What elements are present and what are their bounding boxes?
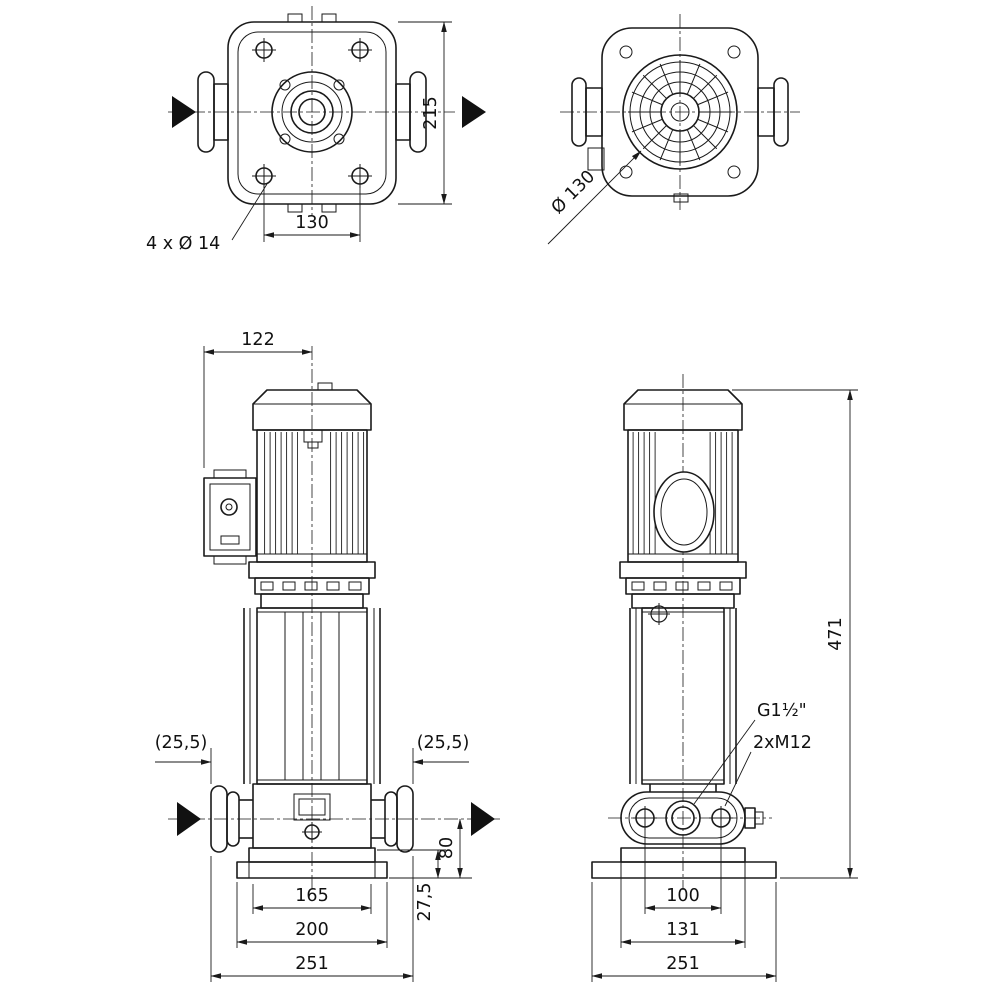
motor-port-stubs [571,77,789,203]
view-pump-top: 215 130 4 x Ø 14 [146,6,486,254]
fan-grille [622,54,738,170]
motor-body-side [627,429,739,563]
dimension-130: 130 [263,186,361,242]
discharge-port-stub [395,71,427,153]
dimension-27-5: 27,5 [377,849,446,922]
dimension-165: 165 [252,884,372,914]
dimension-131: 131 [620,850,746,948]
dim-200-label: 200 [295,920,328,940]
dim-251-side-label: 251 [666,954,699,974]
dim-122-label: 122 [241,330,274,350]
shaft-boss [271,71,353,153]
view-motor-top: Ø 130 [547,14,800,245]
dimension-offset-right: (25,5) [412,733,470,784]
pump-flange-side [620,784,764,845]
dim-215-label: 215 [421,96,441,129]
dimension-251-side: 251 [591,882,777,982]
motor-adapter-side [619,561,747,625]
base-side [591,847,777,879]
offset-right-label: (25,5) [417,733,470,753]
offset-left-label: (25,5) [155,733,208,753]
dim-131-label: 131 [666,920,699,940]
suction-port-stub [197,71,229,153]
motor-adapter-front [248,561,376,609]
pump-housing-front [210,783,414,853]
dimension-80: 80 [389,818,472,879]
motor-cap-front [252,382,372,431]
terminal-box [203,469,257,565]
motor-cap-side [623,389,743,431]
pump-column-side [629,607,737,785]
dim-27-5-label: 27,5 [415,883,435,922]
motor-body-front [256,429,368,563]
thread-callout: G1½" [693,701,807,805]
dim-100-label: 100 [666,886,699,906]
flow-arrow-in-icon [172,96,196,128]
dimension-offset-left: (25,5) [155,733,212,784]
bolts-callout: 2xM12 [724,733,812,807]
bolt-holes-callout: 4 x Ø 14 [146,183,268,254]
dimension-215: 215 [398,21,452,205]
dim-471-label: 471 [826,617,846,650]
dimension-100: 100 [644,830,722,914]
bolt-holes-label: 4 x Ø 14 [146,234,220,254]
dimension-200: 200 [236,882,388,948]
thread-label: G1½" [757,701,807,721]
dia-130-label: Ø 130 [548,167,599,218]
flow-arrow-in-front-icon [177,802,201,836]
dimension-471: 471 [732,389,858,879]
dimension-251-front: 251 [210,856,414,982]
dimension-dia-130: Ø 130 [547,150,642,245]
view-side-elevation: 471 G1½" 2xM12 100 131 [591,374,858,982]
dim-251-front-label: 251 [295,954,328,974]
bolt-holes [252,38,372,188]
dim-130-label: 130 [295,213,328,233]
flow-arrow-out-front-icon [471,802,495,836]
dim-80-label: 80 [437,837,457,859]
flow-arrow-out-icon [462,96,486,128]
pump-column-front [243,607,381,785]
view-front-elevation: 122 (25,5) (25,5) 80 27,5 [155,330,500,982]
bolts-label: 2xM12 [753,733,812,753]
dimension-122: 122 [203,330,313,468]
dim-165-label: 165 [295,886,328,906]
base-front [236,847,388,879]
